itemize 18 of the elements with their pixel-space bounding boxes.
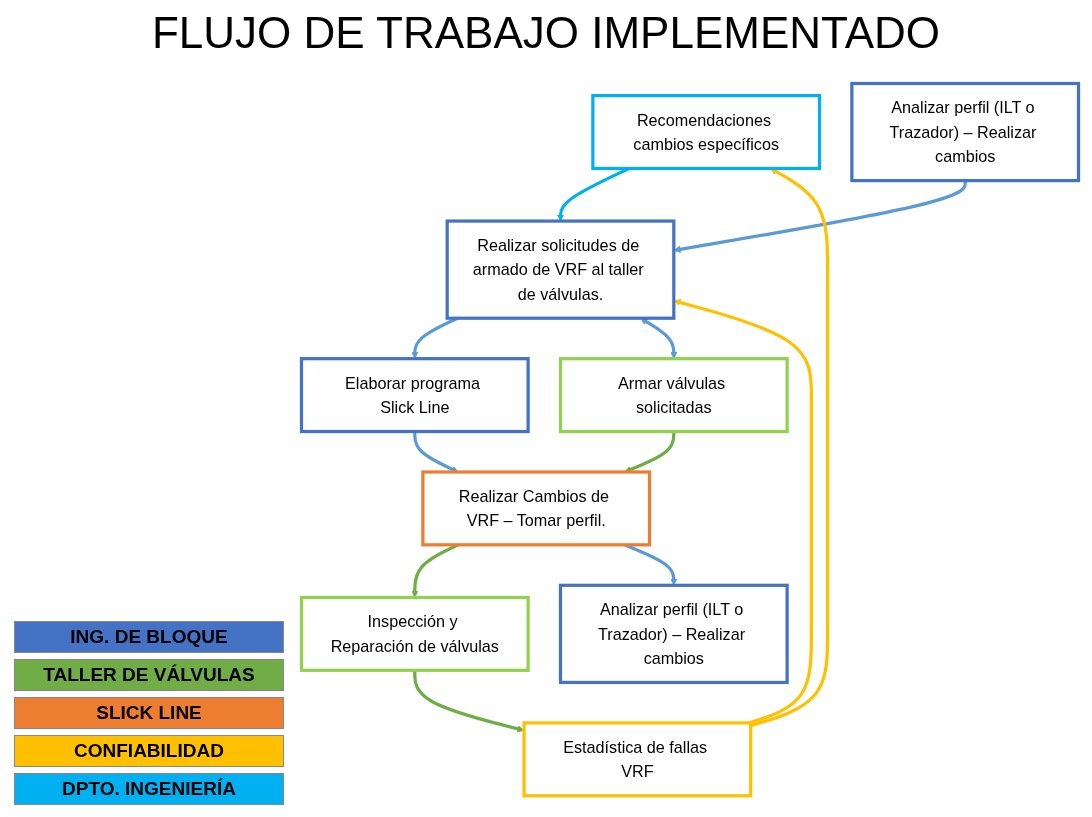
legend-swatch: TALLER DE VÁLVULAS <box>14 659 284 691</box>
arrow <box>640 318 678 360</box>
legend-swatch: DPTO. INGENIERÍA <box>14 773 284 805</box>
node-box: Analizar perfil (ILT o Trazador) – Realizar cambios <box>850 82 1081 183</box>
node-box: Estadística de fallas VRF <box>522 721 753 798</box>
node-box: Armar válvulas solicitadas <box>558 357 789 434</box>
legend-swatch: CONFIABILIDAD <box>14 735 284 767</box>
node-box: Realizar Cambios de VRF – Tomar perfil. <box>421 470 652 547</box>
diagram-title: FLUJO DE TRABAJO IMPLEMENTADO <box>150 8 941 58</box>
legend-swatch: ING. DE BLOQUE <box>14 621 284 653</box>
node-box: Realizar solicitudes de armado de VRF al taller de válvulas. <box>445 219 676 321</box>
arrow <box>413 431 459 473</box>
node-box: Elaborar programa Slick Line <box>299 357 530 434</box>
node-box: Recomendaciones cambios específicos <box>591 94 822 171</box>
node-box: Inspección y Reparación de válvulas <box>299 596 530 673</box>
node-box: Analizar perfil (ILT o Trazador) – Realizar cambios <box>558 584 789 685</box>
arrow <box>411 317 459 360</box>
legend-swatch: SLICK LINE <box>14 697 284 729</box>
